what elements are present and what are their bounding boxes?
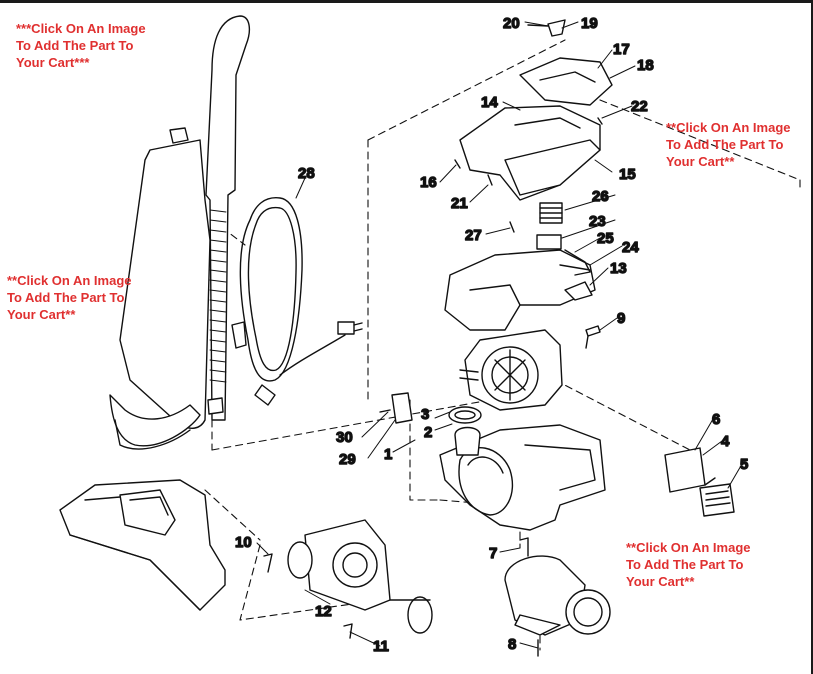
part-label-23[interactable]: 23 (588, 212, 606, 230)
part-label-2[interactable]: 2 (423, 423, 433, 441)
part-label-5[interactable]: 5 (739, 455, 749, 473)
part-number-labels: 1 2 3 4 5 6 7 8 9 10 11 12 13 14 15 16 1… (234, 14, 749, 655)
motor-assembly[interactable] (504, 555, 611, 636)
part-label-22[interactable]: 22 (630, 97, 648, 115)
nozzle-assembly[interactable] (59, 479, 226, 611)
part-label-24[interactable]: 24 (621, 238, 640, 256)
click-image-notice-top-left: ***Click On An Image To Add The Part To … (16, 21, 146, 70)
part-label-18[interactable]: 18 (636, 56, 654, 74)
part-22-screw[interactable] (597, 117, 603, 125)
leader-lines (256, 21, 743, 649)
part-19-20-clip[interactable] (527, 19, 566, 37)
part-14-15-top-cover[interactable] (459, 105, 601, 201)
part-4-6-filter-door[interactable] (664, 447, 716, 493)
part-23-26-switch[interactable] (536, 202, 591, 276)
part-label-29[interactable]: 29 (338, 450, 356, 468)
part-17-18-handle-cap[interactable] (519, 57, 613, 106)
motor-cover[interactable] (444, 249, 596, 331)
part-label-6[interactable]: 6 (711, 410, 721, 428)
part-13-bracket[interactable] (564, 281, 593, 301)
part-label-19[interactable]: 19 (580, 14, 598, 32)
part-label-28[interactable]: 28 (297, 164, 315, 182)
part-label-15[interactable]: 15 (618, 165, 636, 183)
part-28-power-cord[interactable] (239, 197, 363, 406)
part-7-screw[interactable] (519, 537, 529, 557)
part-2-ring[interactable] (448, 406, 482, 424)
click-image-notice-bottom-right: **Click On An Image To Add The Part To Y… (626, 540, 751, 589)
part-label-16[interactable]: 16 (419, 173, 437, 191)
part-21-screw[interactable] (487, 174, 493, 186)
part-label-14[interactable]: 14 (480, 93, 499, 111)
right-border (811, 0, 813, 674)
part-label-3[interactable]: 3 (420, 405, 430, 423)
part-label-12[interactable]: 12 (314, 602, 332, 620)
click-image-notice-mid-left: **Click On An Image To Add The Part To Y… (7, 273, 132, 322)
part-label-21[interactable]: 21 (450, 194, 468, 212)
click-image-notice-top-right: **Click On An Image To Add The Part To Y… (666, 120, 791, 169)
handle-and-bag-housing[interactable] (109, 15, 251, 450)
part-label-20[interactable]: 20 (502, 14, 520, 32)
part-label-13[interactable]: 13 (609, 259, 627, 277)
part-1-base-housing[interactable] (439, 424, 606, 531)
part-label-17[interactable]: 17 (612, 40, 630, 58)
part-label-11[interactable]: 11 (372, 637, 389, 655)
top-border (0, 0, 813, 3)
part-11-screw[interactable] (343, 623, 353, 639)
part-label-4[interactable]: 4 (720, 432, 730, 450)
part-label-8[interactable]: 8 (507, 635, 517, 653)
part-29-bracket[interactable] (379, 392, 413, 424)
part-label-27[interactable]: 27 (464, 226, 482, 244)
part-label-10[interactable]: 10 (234, 533, 252, 551)
part-label-9[interactable]: 9 (616, 309, 626, 327)
part-27-screw[interactable] (509, 221, 515, 233)
part-12-brushroll-drive[interactable] (287, 519, 433, 634)
part-label-30[interactable]: 30 (335, 428, 353, 446)
motor-fan-housing[interactable] (459, 329, 563, 411)
part-16-screw[interactable] (454, 159, 461, 169)
part-label-1[interactable]: 1 (383, 445, 393, 463)
part-9-screw[interactable] (585, 325, 601, 349)
part-label-25[interactable]: 25 (596, 229, 614, 247)
part-label-7[interactable]: 7 (488, 544, 498, 562)
part-10-screw[interactable] (263, 553, 273, 573)
part-5-filter[interactable] (699, 483, 735, 517)
part-label-26[interactable]: 26 (591, 187, 609, 205)
